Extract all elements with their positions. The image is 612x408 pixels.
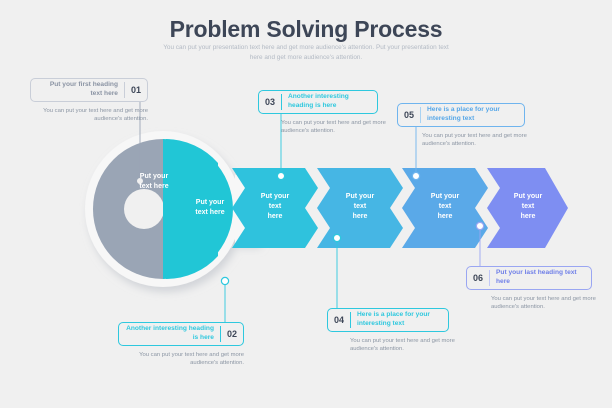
callout-06-heading: Put your last heading text here xyxy=(496,269,577,285)
callout-03[interactable]: 03 Another interesting heading is here Y… xyxy=(258,90,386,135)
callout-04-heading: Here is a place for your interesting tex… xyxy=(357,311,430,327)
callout-06-body: You can put your text here and get more … xyxy=(491,296,596,311)
callout-02-number: 02 xyxy=(226,329,237,339)
key-head-left[interactable] xyxy=(92,139,164,279)
callout-01-number: 01 xyxy=(130,85,141,95)
page-subtitle: You can put your presentation text here … xyxy=(163,44,449,61)
callout-03-divider xyxy=(281,94,283,110)
callout-03-number: 03 xyxy=(265,97,276,107)
key-segment-3[interactable] xyxy=(232,168,318,248)
callout-05-box[interactable]: 05 Here is a place for your interesting … xyxy=(397,103,525,127)
callout-04[interactable]: 04 Here is a place for your interesting … xyxy=(327,308,455,353)
callout-02-divider xyxy=(219,326,221,342)
callout-02-box[interactable]: Another interesting heading is here 02 xyxy=(118,322,244,346)
callout-01-box[interactable]: Put your first heading text here 01 xyxy=(30,78,148,102)
callout-05-divider xyxy=(420,107,422,123)
connector-lines-cyan xyxy=(224,114,338,322)
callout-05-number: 05 xyxy=(404,110,415,120)
callout-01[interactable]: Put your first heading text here 01 You … xyxy=(30,78,148,123)
key-head-right-shape[interactable] xyxy=(166,139,230,280)
callout-02[interactable]: Another interesting heading is here 02 Y… xyxy=(118,322,244,367)
callout-01-divider xyxy=(123,82,125,98)
callout-02-body: You can put your text here and get more … xyxy=(139,352,244,367)
page-title: Problem Solving Process xyxy=(169,16,443,42)
key-segment-6[interactable] xyxy=(487,168,568,248)
callout-01-heading: Put your first heading text here xyxy=(49,81,118,97)
callout-05[interactable]: 05 Here is a place for your interesting … xyxy=(397,103,527,148)
callout-02-heading: Another interesting heading is here xyxy=(126,325,214,341)
callout-06-divider xyxy=(489,270,491,286)
key-segment-4[interactable] xyxy=(317,168,403,248)
callout-03-heading: Another interesting heading is here xyxy=(288,93,349,109)
callout-06-box[interactable]: 06 Put your last heading text here xyxy=(466,266,592,290)
callout-06-number: 06 xyxy=(473,273,484,283)
callout-06[interactable]: 06 Put your last heading text here You c… xyxy=(466,266,596,311)
callout-04-divider xyxy=(350,312,352,328)
callout-04-box[interactable]: 04 Here is a place for your interesting … xyxy=(327,308,449,332)
connector-markers xyxy=(135,171,485,286)
key-segment-5[interactable] xyxy=(402,168,488,248)
callout-04-number: 04 xyxy=(334,315,345,325)
callout-03-box[interactable]: 03 Another interesting heading is here xyxy=(258,90,378,114)
callout-05-heading: Here is a place for your interesting tex… xyxy=(427,106,500,122)
callout-03-body: You can put your text here and get more … xyxy=(281,120,386,135)
callout-01-body: You can put your text here and get more … xyxy=(43,108,148,123)
callout-05-body: You can put your text here and get more … xyxy=(422,133,527,148)
callout-04-body: You can put your text here and get more … xyxy=(350,338,455,353)
